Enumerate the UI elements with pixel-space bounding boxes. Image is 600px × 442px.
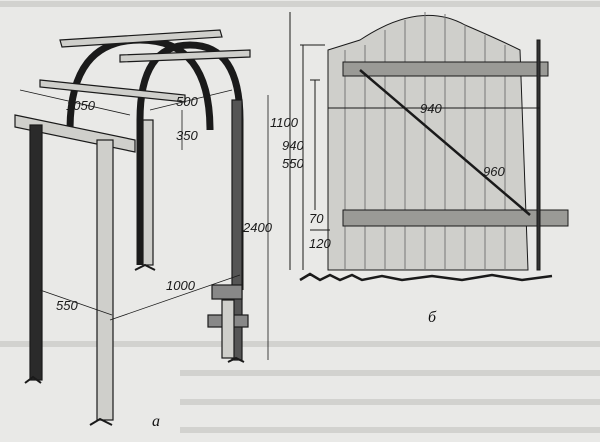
dim-2400: 2400 — [242, 220, 273, 235]
dim-1000: 1000 — [166, 278, 196, 293]
caption-b: б — [428, 309, 437, 326]
caption-a: а — [152, 413, 160, 430]
dim-1050: 1050 — [66, 98, 96, 113]
dim-960: 960 — [483, 164, 505, 179]
dim-70: 70 — [309, 211, 324, 226]
dim-1100: 1100 — [270, 115, 299, 130]
figure-b-gate — [289, 12, 569, 282]
dim-940-horizontal: 940 — [420, 101, 442, 116]
dim-550: 550 — [282, 156, 304, 171]
figure-a-arch — [14, 29, 269, 426]
dim-500: 500 — [176, 94, 198, 109]
dim-940-vertical: 940 — [282, 138, 304, 153]
dim-120: 120 — [309, 236, 331, 251]
dim-350: 350 — [176, 128, 198, 143]
dim-550: 550 — [56, 298, 78, 313]
